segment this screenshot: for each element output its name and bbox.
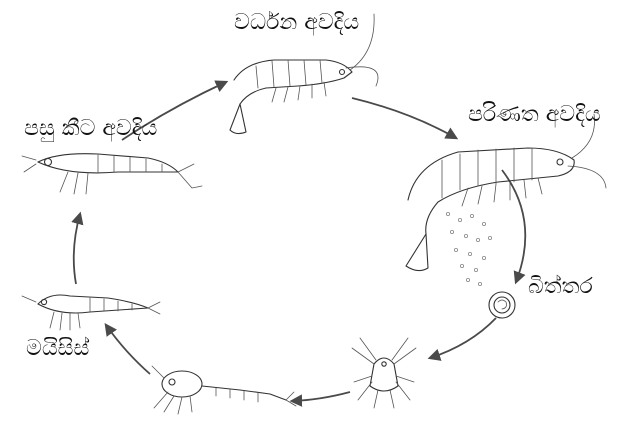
arrow-nauplius-to-zoea — [292, 392, 350, 401]
released-eggs — [446, 212, 491, 285]
egg-icon — [489, 292, 515, 318]
arrow-adult-to-eggs — [502, 170, 525, 282]
label-postlarva-stage: පසු කීට අවදිය — [24, 118, 157, 140]
label-eggs: බිත්තර — [528, 276, 593, 298]
mysis-larva-icon — [22, 295, 160, 330]
arrow-mysis-to-postlarva — [74, 214, 80, 284]
label-mysis-stage: මයිසිස් — [26, 338, 89, 360]
arrow-growth-to-adult — [352, 98, 456, 138]
nauplius-larva-icon — [352, 338, 416, 408]
label-growth-stage: වර්ධන අවදිය — [234, 12, 359, 34]
label-adult-stage: පරිණත අවදිය — [468, 104, 601, 126]
adult-shrimp-icon — [406, 114, 606, 271]
postlarva-shrimp-icon — [22, 154, 202, 194]
arrow-zoea-to-mysis — [106, 325, 150, 374]
arrow-eggs-to-nauplius — [430, 318, 496, 358]
zoea-larva-icon — [152, 366, 296, 414]
